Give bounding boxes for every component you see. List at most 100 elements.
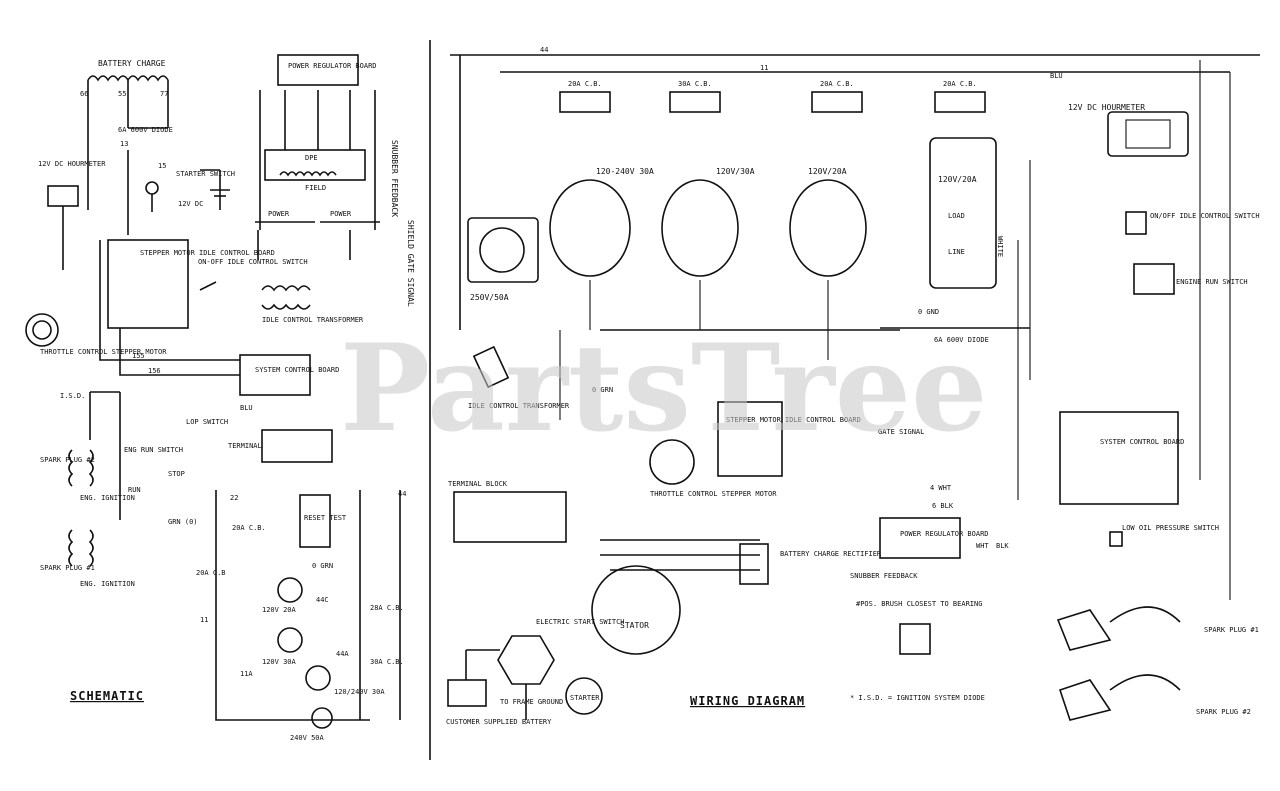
wire-label: BLK (996, 542, 1009, 550)
svg-text:120V/30A: 120V/30A (716, 167, 755, 176)
starter-label: STARTER (570, 694, 600, 702)
wire-label: 11A (240, 670, 253, 678)
gate-vertical-label: SHIELD GATE SIGNAL (406, 220, 415, 307)
diode-label: 6A 600V DIODE (934, 336, 989, 344)
cb-label: 20A C.B. (232, 524, 266, 532)
throttle-motor-inner (32, 320, 52, 340)
hourmeter-label: 12V DC HOURMETER (1068, 103, 1145, 112)
wire-group (99, 240, 240, 376)
wire-label: 66 (80, 90, 88, 98)
wire-label: 44 (540, 46, 548, 54)
wire-label: 15 (158, 162, 166, 170)
power-regulator-board (879, 517, 961, 559)
receptacle-240-50 (311, 707, 333, 729)
wire-label: 11 (760, 64, 768, 72)
wire-runs (559, 60, 1231, 600)
system-control-board (1059, 411, 1179, 505)
electric-start-label: ELECTRIC START SWITCH (536, 618, 625, 626)
starter (565, 677, 603, 715)
svg-text:WHITE: WHITE (996, 236, 1004, 257)
ignition-coil-2 (68, 449, 94, 487)
svg-text:120V/20A: 120V/20A (938, 175, 977, 184)
wire-group (259, 90, 376, 230)
wire-label: 44A (336, 650, 349, 658)
terminal-block (453, 491, 567, 543)
receptacle-120-240 (305, 665, 331, 691)
power-regulator-board (277, 54, 359, 86)
ground-label: 0 GRN (592, 386, 613, 394)
cb-label: 20A C.B (196, 569, 226, 577)
terminal-block (261, 429, 333, 463)
eng-ign-label: ENG. IGNITION (80, 494, 135, 502)
idle-transformer-label: IDLE CONTROL TRANSFORMER (262, 316, 364, 324)
engine-run-switch (1133, 263, 1175, 295)
stator-winding (257, 229, 351, 260)
svg-text:20A C.B.: 20A C.B. (568, 80, 602, 88)
spark2-label: SPARK PLUG #2 (1196, 708, 1251, 716)
receptacle-120-20a: 120V/20A (789, 167, 867, 277)
field-coil (279, 171, 337, 177)
wire-label: 4 WHT (930, 484, 952, 492)
ignition-module-1 (1056, 609, 1112, 651)
snubber-label: SNUBBER FEEDBACK (850, 572, 918, 580)
low-oil-switch (1109, 531, 1123, 547)
system-board-label: SYSTEM CONTROL BOARD (1100, 438, 1184, 446)
receptacle-label: 120/240V 30A (334, 688, 385, 696)
wire-group (215, 490, 401, 721)
wire-group (600, 539, 760, 571)
stepper-board-label: STEPPER MOTOR IDLE CONTROL BOARD (140, 249, 275, 257)
throttle-motor-label: THROTTLE CONTROL STEPPER MOTOR (650, 490, 777, 498)
brush-note: #POS. BRUSH CLOSEST TO BEARING (856, 600, 982, 608)
battery-rectifier (739, 543, 769, 585)
battery-label: 12V DC (178, 200, 203, 208)
switch-lever (199, 281, 217, 291)
gfci-receptacle (299, 494, 331, 548)
cb-20a-1: 20A C.B. (559, 80, 611, 113)
battery-rectifier-label: BATTERY CHARGE RECTIFIER (780, 550, 882, 558)
battery (447, 679, 487, 707)
wire-label: 44C (316, 596, 329, 604)
stepper-motor-board (107, 239, 189, 329)
receptacle-120-30a: 120V/30A (661, 167, 755, 277)
onoff-switch (1125, 211, 1147, 235)
wire-label: 11 (200, 616, 208, 624)
wire-label: BLU (1050, 72, 1063, 80)
schematic-panel: BATTERY CHARGE 66 55 77 6A 600V DIODE 13… (25, 54, 415, 742)
power-regulator-label: POWER REGULATOR BOARD (900, 530, 989, 538)
hourmeter-label: 12V DC HOURMETER (38, 160, 106, 168)
wiring-title: WIRING DIAGRAM (690, 694, 805, 708)
receptacle-120-20 (277, 577, 303, 603)
cb-label: 28A C.B. (370, 604, 404, 612)
power-label: POWER (330, 210, 352, 218)
spark1-label: SPARK PLUG #1 (1204, 626, 1259, 634)
reset-label: RESET TEST (304, 514, 347, 522)
hourmeter-box (47, 185, 79, 207)
idle-transformer-label: IDLE CONTROL TRANSFORMER (468, 402, 570, 410)
footnote: * I.S.D. = IGNITION SYSTEM DIODE (850, 694, 985, 702)
idle-transformer-coil (261, 285, 311, 310)
wire-label: 77 (160, 90, 168, 98)
receptacle-label: 240V 50A (290, 734, 325, 742)
wire-label: WHT (976, 542, 989, 550)
power-label: POWER (268, 210, 290, 218)
frame-ground-label: TO FRAME GROUND (500, 698, 563, 706)
diode-label: 6A 600V DIODE (118, 126, 173, 134)
svg-text:250V/50A: 250V/50A (470, 293, 509, 302)
system-board-label: SYSTEM CONTROL BOARD (255, 366, 339, 374)
wire-group (465, 649, 527, 720)
svg-text:120V/20A: 120V/20A (808, 167, 847, 176)
receptacle-250-50a: 250V/50A (467, 217, 539, 302)
wire-label: 55 (118, 90, 126, 98)
wire-group (89, 391, 121, 520)
receptacle-label: 120V 30A (262, 658, 297, 666)
eng-run-switch-label: ENG RUN SWITCH (124, 446, 183, 454)
hourmeter-face (1125, 119, 1171, 149)
cb-20a-3: 20A C.B. (934, 80, 986, 113)
idle-transformer (472, 345, 510, 389)
wire (600, 327, 1030, 331)
battery-label: CUSTOMER SUPPLIED BATTERY (446, 718, 552, 726)
stepper-board-label: STEPPER MOTOR IDLE CONTROL BOARD (726, 416, 861, 424)
wire-label: 44 (398, 490, 406, 498)
ground-label: 0 GRN (312, 562, 333, 570)
svg-text:LOAD: LOAD (948, 212, 965, 220)
